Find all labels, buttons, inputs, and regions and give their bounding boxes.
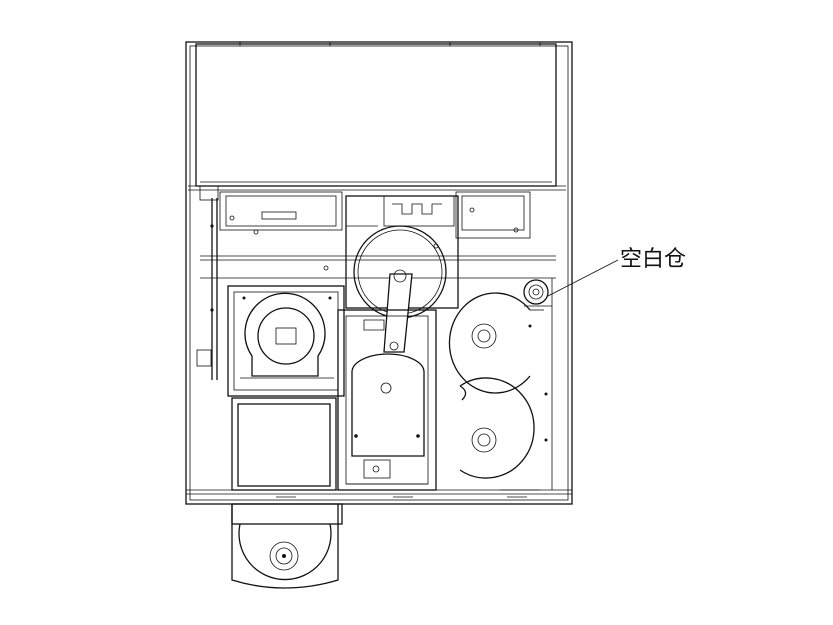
bottom-roll-unit bbox=[231, 503, 343, 589]
right-lower-roll bbox=[459, 377, 540, 491]
empty-bin-marker bbox=[523, 279, 552, 307]
center-arm bbox=[363, 269, 413, 353]
left-vertical-rod bbox=[196, 185, 219, 380]
right-wall-details bbox=[544, 278, 553, 490]
top-cover-panel bbox=[188, 42, 566, 191]
callout-label: 空白仓 bbox=[620, 246, 686, 271]
left-roll-holder bbox=[227, 285, 345, 397]
upper-rail-assembly bbox=[200, 191, 556, 279]
callout-leader bbox=[547, 259, 619, 297]
center-lower-plate bbox=[337, 309, 437, 491]
left-lower-bay bbox=[231, 397, 337, 491]
cabinet-frame bbox=[185, 41, 573, 505]
right-upper-roll bbox=[448, 292, 544, 394]
